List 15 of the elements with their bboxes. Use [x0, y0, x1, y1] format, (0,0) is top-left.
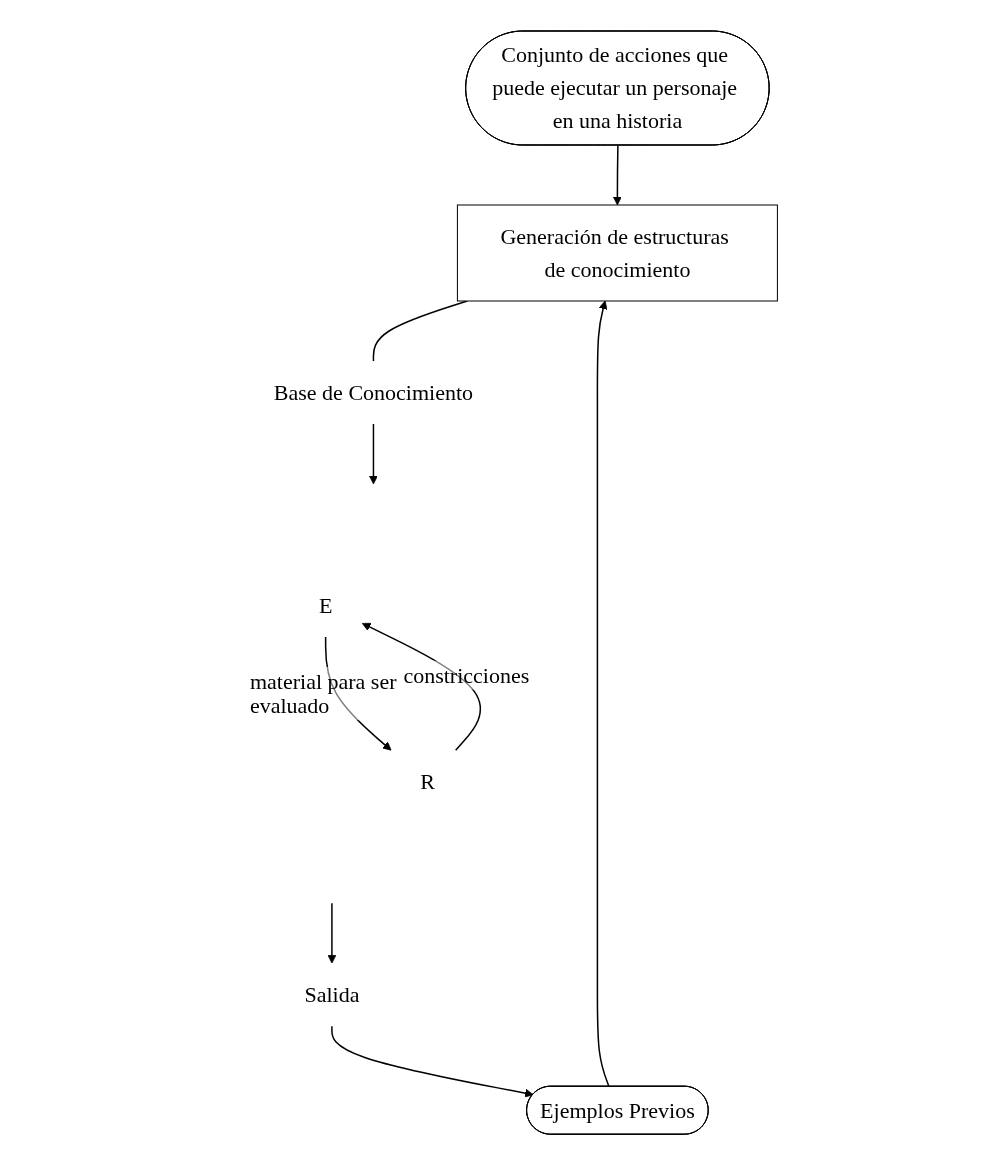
- node-text: R: [420, 769, 435, 795]
- arrow: [327, 902, 337, 964]
- arrow: [612, 144, 622, 206]
- arrow: [324, 636, 392, 751]
- arrow: [330, 1025, 534, 1098]
- node-text: Salida: [304, 982, 360, 1008]
- edge-label: constricciones: [403, 662, 529, 688]
- node-box: Generación de estructuras de conocimiento: [456, 204, 778, 302]
- node-text: E: [318, 592, 333, 618]
- edge-label: material para ser evaluado: [249, 668, 397, 719]
- node-text: Base de Conocimiento: [273, 379, 473, 405]
- arrow: [368, 423, 378, 485]
- connector-line: [372, 300, 468, 362]
- arrow: [361, 622, 481, 751]
- arrow: [596, 300, 610, 1088]
